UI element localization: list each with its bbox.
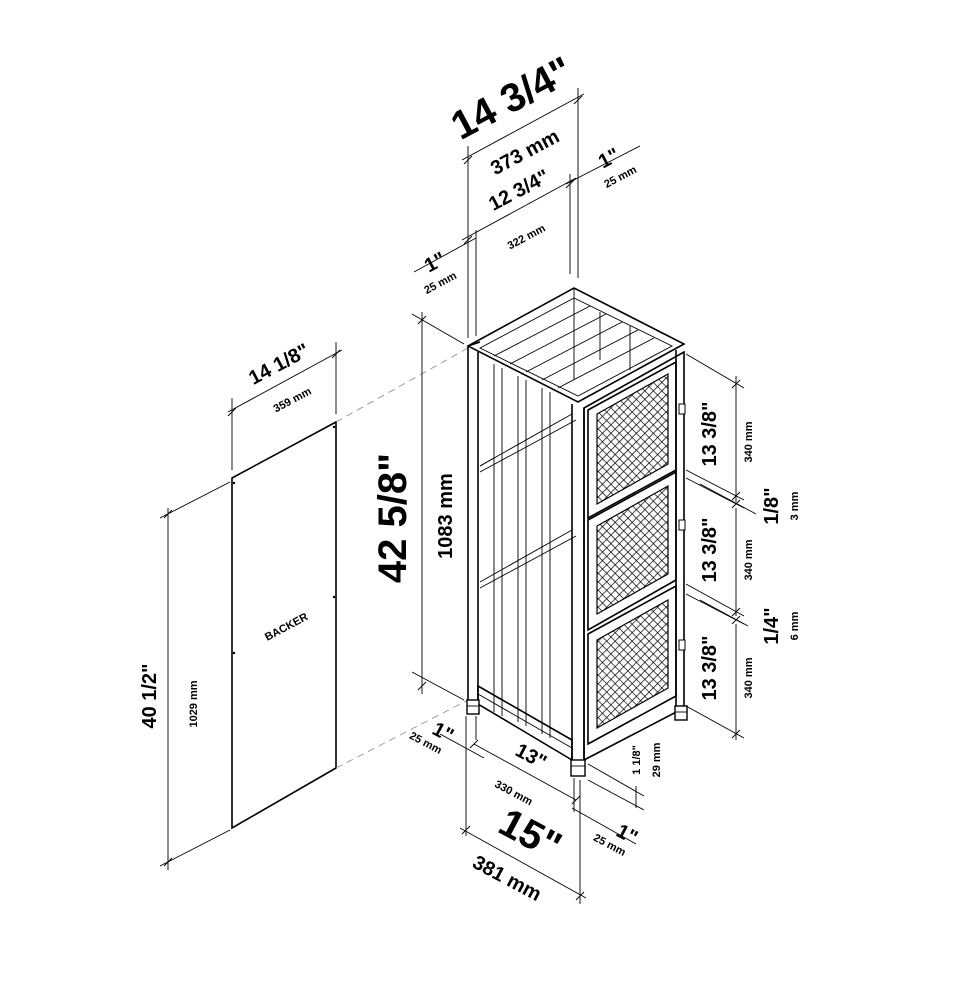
top-right-offset-dimension: 1" 25 mm — [565, 144, 641, 274]
inner-width-dimension: 12 3/4" 322 mm — [461, 166, 577, 252]
height-dimension: 42 5/8" 1083 mm — [371, 312, 465, 701]
svg-text:1083 mm: 1083 mm — [435, 473, 457, 559]
door-dimensions: 13 3/8" 340 mm 1/8" 3 mm 13 3/8" 340 mm … — [685, 353, 801, 740]
door-3 — [587, 584, 686, 746]
bottom-right-offset-dimension: 1" 25 mm — [571, 807, 641, 859]
backer-label: BACKER — [263, 611, 310, 644]
svg-text:13 3/8": 13 3/8" — [699, 635, 721, 700]
svg-text:373 mm: 373 mm — [487, 126, 563, 180]
projection-line-top — [335, 347, 469, 423]
bottom-left-offset-dimension: 1" 25 mm — [407, 716, 485, 759]
backer-panel: BACKER — [231, 420, 337, 830]
svg-text:1 1/8": 1 1/8" — [631, 745, 643, 775]
inner-depth-dimension: 13" 330 mm — [469, 740, 581, 812]
backer-height-dimension: 40 1/2" 1029 mm — [139, 481, 231, 870]
svg-text:359 mm: 359 mm — [272, 385, 314, 415]
door-1 — [587, 360, 686, 520]
leg-height-dimension: 1 1/8" 29 mm — [587, 742, 663, 811]
svg-text:6 mm: 6 mm — [789, 611, 801, 640]
svg-text:25 mm: 25 mm — [422, 270, 459, 297]
projection-line-bottom — [335, 699, 469, 769]
svg-text:340 mm: 340 mm — [743, 539, 755, 580]
cabinet-feet — [466, 699, 688, 777]
svg-text:42 5/8": 42 5/8" — [371, 453, 415, 583]
svg-text:1/4": 1/4" — [761, 607, 783, 644]
svg-text:340 mm: 340 mm — [743, 657, 755, 698]
svg-text:14 1/8": 14 1/8" — [245, 340, 313, 390]
svg-text:340 mm: 340 mm — [743, 421, 755, 462]
svg-text:13": 13" — [512, 740, 550, 774]
svg-text:13 3/8": 13 3/8" — [699, 517, 721, 582]
svg-text:13 3/8": 13 3/8" — [699, 401, 721, 466]
cabinet-top-outline — [466, 287, 686, 403]
svg-text:1": 1" — [595, 144, 624, 173]
svg-text:1": 1" — [421, 248, 450, 277]
svg-text:1029 mm: 1029 mm — [188, 680, 200, 727]
svg-text:15": 15" — [492, 800, 569, 869]
svg-text:322 mm: 322 mm — [506, 222, 548, 252]
cabinet — [466, 287, 688, 777]
svg-text:1/8": 1/8" — [761, 487, 783, 524]
svg-text:29 mm: 29 mm — [651, 742, 663, 777]
door-2 — [587, 470, 686, 632]
svg-text:40 1/2": 40 1/2" — [139, 663, 161, 728]
backer-width-dimension: 14 1/8" 359 mm — [227, 340, 343, 470]
svg-text:3 mm: 3 mm — [789, 491, 801, 520]
